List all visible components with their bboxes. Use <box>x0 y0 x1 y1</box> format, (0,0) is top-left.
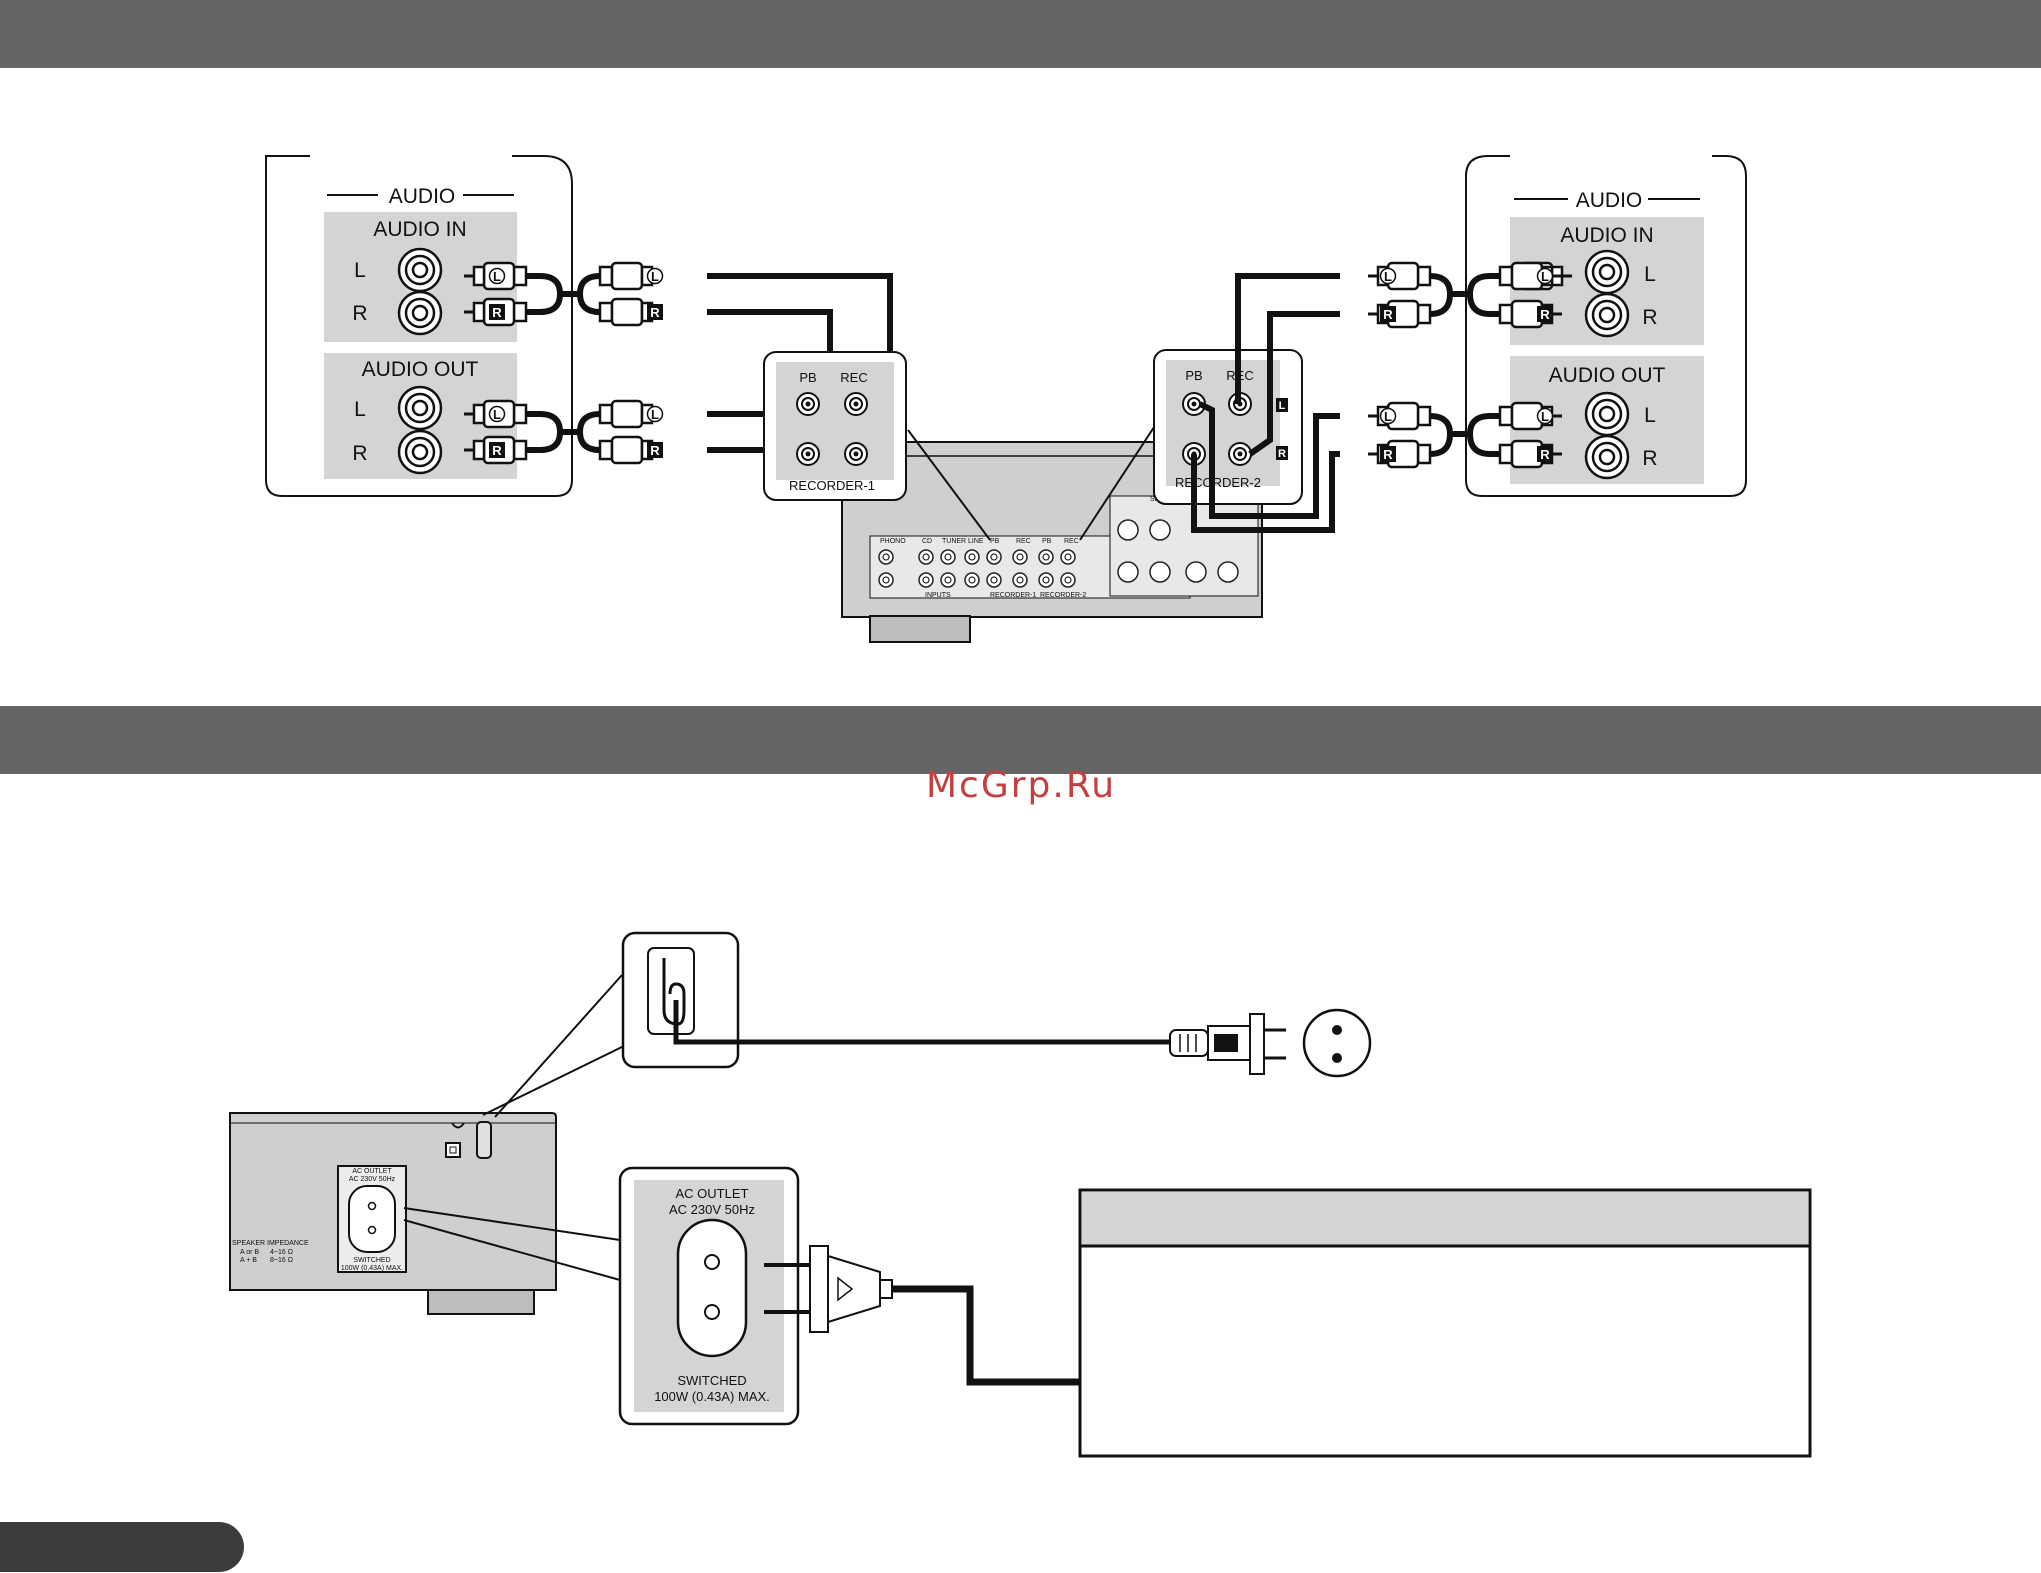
cord-hook-callout <box>482 931 1170 1118</box>
ac-outlet-title: AC OUTLET <box>676 1186 749 1201</box>
recorder1-callout: PB REC RECORDER-1 <box>763 351 907 501</box>
small-ac-outlet-title: AC OUTLET <box>352 1168 392 1175</box>
right-in-l-jack <box>1584 249 1630 295</box>
right-out-r-jack <box>1584 434 1630 480</box>
note-box <box>1078 1188 1812 1458</box>
recorder2-callout: PB REC L R RECORDER-2 <box>1153 349 1303 505</box>
right-out-l-jack <box>1584 391 1630 437</box>
watermark-text: McGrp.Ru <box>926 765 1117 806</box>
left-out-r-label: R <box>352 442 367 465</box>
amp-recorder1-label: RECORDER-1 <box>990 592 1036 599</box>
speaker-impedance-row2-b: 8~16 Ω <box>270 1257 293 1264</box>
plug-letter-r: R <box>492 443 502 458</box>
left-out-r-jack <box>397 429 443 475</box>
amp-phono-label: PHONO <box>880 538 906 545</box>
page-number-tab <box>0 1522 244 1572</box>
amp-pb2-label: PB <box>1042 538 1052 545</box>
recorder1-rec-label: REC <box>840 370 867 385</box>
amp-pb1-label: PB <box>990 538 1000 545</box>
left-audio-in-label: AUDIO IN <box>373 218 466 241</box>
plug-letter-l: L <box>651 269 659 284</box>
recorder2-side-r: R <box>1278 448 1286 460</box>
ac-outlet-switched: SWITCHED <box>677 1373 746 1388</box>
speaker-impedance-row2-a: A + B <box>240 1257 257 1264</box>
left-in-r-label: R <box>352 302 367 325</box>
right-out-l-label: L <box>1644 404 1656 427</box>
amp-line-label: LINE <box>968 538 984 545</box>
left-in-l-label: L <box>354 259 366 282</box>
amp-inputs-label: INPUTS <box>925 592 951 599</box>
right-plug-letters: L R L R L R L R <box>1379 267 1554 462</box>
plug-letter-l: L <box>1384 409 1392 424</box>
left-cables <box>524 273 601 453</box>
amp-rec2-label: REC <box>1064 538 1079 545</box>
plug-letter-r: R <box>1383 307 1393 322</box>
right-out-r-label: R <box>1642 447 1657 470</box>
plug-letter-l: L <box>1384 269 1392 284</box>
right-cables <box>1429 273 1500 457</box>
recorder2-pb-label: PB <box>1185 368 1202 383</box>
left-plug-letters: L R L R L R L R <box>488 267 664 458</box>
left-audio-title: AUDIO <box>389 185 456 208</box>
ac-outlet-max: 100W (0.43A) MAX. <box>654 1389 770 1404</box>
amp-rec1-label: REC <box>1016 538 1031 545</box>
left-audio-out-label: AUDIO OUT <box>362 358 479 381</box>
amp-recorder2-label: RECORDER-2 <box>1040 592 1086 599</box>
speaker-impedance-title: SPEAKER IMPEDANCE <box>232 1240 309 1247</box>
plug-letter-r: R <box>1540 307 1550 322</box>
recorder2-wires <box>1191 273 1340 533</box>
small-ac-outlet-switched: SWITCHED <box>353 1257 390 1264</box>
amplifier-side-unit: AC OUTLET AC 230V 50Hz SWITCHED 100W (0.… <box>229 1112 557 1315</box>
plug-letter-l: L <box>1541 269 1549 284</box>
wall-socket <box>1302 1008 1372 1078</box>
ac-outlet-rating: AC 230V 50Hz <box>669 1202 755 1217</box>
left-out-l-label: L <box>354 398 366 421</box>
small-ac-outlet-rating: AC 230V 50Hz <box>349 1176 396 1183</box>
recorder1-pb-label: PB <box>799 370 816 385</box>
plug-letter-r: R <box>650 443 660 458</box>
speaker-impedance-row1-a: A or B <box>240 1249 259 1256</box>
plug-letter-r: R <box>1540 447 1550 462</box>
plug-letter-l: L <box>493 269 501 284</box>
recorder1-name-label: RECORDER-1 <box>789 478 875 493</box>
plug-letter-r: R <box>1383 447 1393 462</box>
right-audio-in-label: AUDIO IN <box>1560 224 1653 247</box>
power-plug <box>1169 1013 1286 1075</box>
left-in-l-jack <box>397 247 443 293</box>
amp-tuner-label: TUNER <box>942 538 966 545</box>
left-out-l-jack <box>397 385 443 431</box>
right-in-r-label: R <box>1642 306 1657 329</box>
right-in-r-jack <box>1584 292 1630 338</box>
plug-letter-r: R <box>492 305 502 320</box>
left-in-r-jack <box>397 290 443 336</box>
section-header-bar-top <box>0 0 2041 68</box>
right-in-l-label: L <box>1644 263 1656 286</box>
plug-letter-l: L <box>493 407 501 422</box>
right-audio-out-label: AUDIO OUT <box>1549 364 1666 387</box>
right-audio-title: AUDIO <box>1576 189 1643 212</box>
recorder2-name-label: RECORDER-2 <box>1175 475 1261 490</box>
small-ac-outlet-max: 100W (0.43A) MAX. <box>341 1265 403 1272</box>
section-header-bar-middle <box>0 706 2041 774</box>
plug-letter-r: R <box>650 305 660 320</box>
amp-cd-label: CD <box>922 538 932 545</box>
plug-letter-l: L <box>1541 409 1549 424</box>
ac-outlet-callout: AC OUTLET AC 230V 50Hz SWITCHED 100W (0.… <box>403 1166 1080 1426</box>
plug-letter-l: L <box>651 407 659 422</box>
recorder2-side-l: L <box>1279 400 1286 412</box>
speaker-impedance-row1-b: 4~16 Ω <box>270 1249 293 1256</box>
